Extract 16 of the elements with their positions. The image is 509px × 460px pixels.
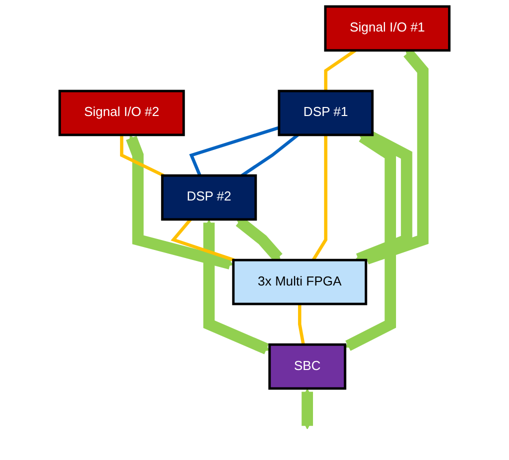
connector (312, 134, 328, 261)
arrow (203, 219, 270, 354)
connector (120, 134, 164, 178)
arrow (126, 134, 234, 270)
connector (240, 134, 299, 177)
node-box: DSP #1 (278, 90, 374, 136)
connector (298, 304, 305, 345)
arrow (302, 388, 313, 430)
node-box: DSP #2 (161, 174, 257, 221)
node-box: SBC (268, 343, 346, 390)
node-box: 3x Multi FPGA (232, 258, 368, 306)
connector (170, 218, 235, 262)
node-box: Signal I/O #2 (58, 90, 185, 136)
node-box: Signal I/O #1 (324, 5, 451, 52)
connector (324, 49, 356, 92)
connector (189, 126, 280, 176)
